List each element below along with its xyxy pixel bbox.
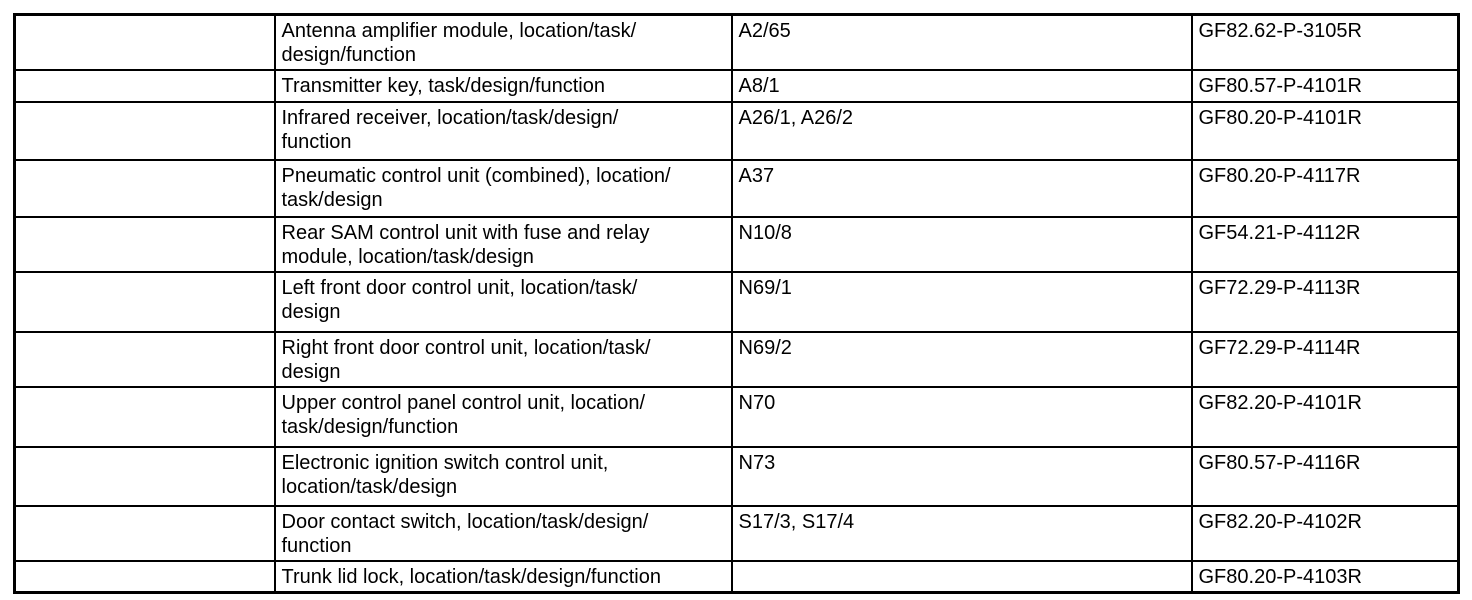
component-description: Pneumatic control unit (combined), locat… — [273, 159, 733, 218]
component-description: Right front door control unit, location/… — [273, 331, 733, 388]
document-reference: GF80.57-P-4116R — [1190, 446, 1460, 507]
component-description: Left front door control unit, location/t… — [273, 271, 733, 333]
component-description: Electronic ignition switch control unit,… — [273, 446, 733, 507]
component-description: Infrared receiver, location/task/design/… — [273, 101, 733, 161]
document-reference: GF80.57-P-4101R — [1190, 69, 1460, 103]
component-description: Trunk lid lock, location/task/design/fun… — [273, 560, 733, 594]
table-row: Left front door control unit, location/t… — [13, 271, 1460, 333]
empty-cell — [13, 271, 276, 333]
component-code: N69/1 — [730, 271, 1193, 333]
empty-cell — [13, 159, 276, 218]
component-code: A26/1, A26/2 — [730, 101, 1193, 161]
table-row: Trunk lid lock, location/task/design/fun… — [13, 560, 1460, 594]
document-reference: GF80.20-P-4103R — [1190, 560, 1460, 594]
table-row: Pneumatic control unit (combined), locat… — [13, 159, 1460, 218]
document-reference: GF80.20-P-4117R — [1190, 159, 1460, 218]
component-code — [730, 560, 1193, 594]
table-row: Electronic ignition switch control unit,… — [13, 446, 1460, 507]
empty-cell — [13, 101, 276, 161]
empty-cell — [13, 69, 276, 103]
empty-cell — [13, 560, 276, 594]
table-row: Infrared receiver, location/task/design/… — [13, 101, 1460, 161]
document-reference: GF82.20-P-4101R — [1190, 386, 1460, 448]
component-code: N69/2 — [730, 331, 1193, 388]
component-code: N10/8 — [730, 216, 1193, 273]
table-row: Rear SAM control unit with fuse and rela… — [13, 216, 1460, 273]
document-reference: GF80.20-P-4101R — [1190, 101, 1460, 161]
component-description: Rear SAM control unit with fuse and rela… — [273, 216, 733, 273]
component-description: Antenna amplifier module, location/task/… — [273, 13, 733, 71]
table-row: Transmitter key, task/design/function A8… — [13, 69, 1460, 103]
empty-cell — [13, 386, 276, 448]
empty-cell — [13, 505, 276, 562]
component-reference-table: Antenna amplifier module, location/task/… — [13, 13, 1460, 594]
empty-cell — [13, 446, 276, 507]
component-description: Upper control panel control unit, locati… — [273, 386, 733, 448]
document-reference: GF82.62-P-3105R — [1190, 13, 1460, 71]
component-code: N73 — [730, 446, 1193, 507]
empty-cell — [13, 331, 276, 388]
empty-cell — [13, 13, 276, 71]
component-code: A8/1 — [730, 69, 1193, 103]
component-description: Transmitter key, task/design/function — [273, 69, 733, 103]
component-code: A2/65 — [730, 13, 1193, 71]
table-row: Right front door control unit, location/… — [13, 331, 1460, 388]
table-row: Antenna amplifier module, location/task/… — [13, 13, 1460, 71]
table-row: Upper control panel control unit, locati… — [13, 386, 1460, 448]
document-reference: GF72.29-P-4114R — [1190, 331, 1460, 388]
component-code: A37 — [730, 159, 1193, 218]
document-reference: GF54.21-P-4112R — [1190, 216, 1460, 273]
document-reference: GF72.29-P-4113R — [1190, 271, 1460, 333]
table-row: Door contact switch, location/task/desig… — [13, 505, 1460, 562]
document-reference: GF82.20-P-4102R — [1190, 505, 1460, 562]
component-description: Door contact switch, location/task/desig… — [273, 505, 733, 562]
empty-cell — [13, 216, 276, 273]
component-code: N70 — [730, 386, 1193, 448]
component-code: S17/3, S17/4 — [730, 505, 1193, 562]
